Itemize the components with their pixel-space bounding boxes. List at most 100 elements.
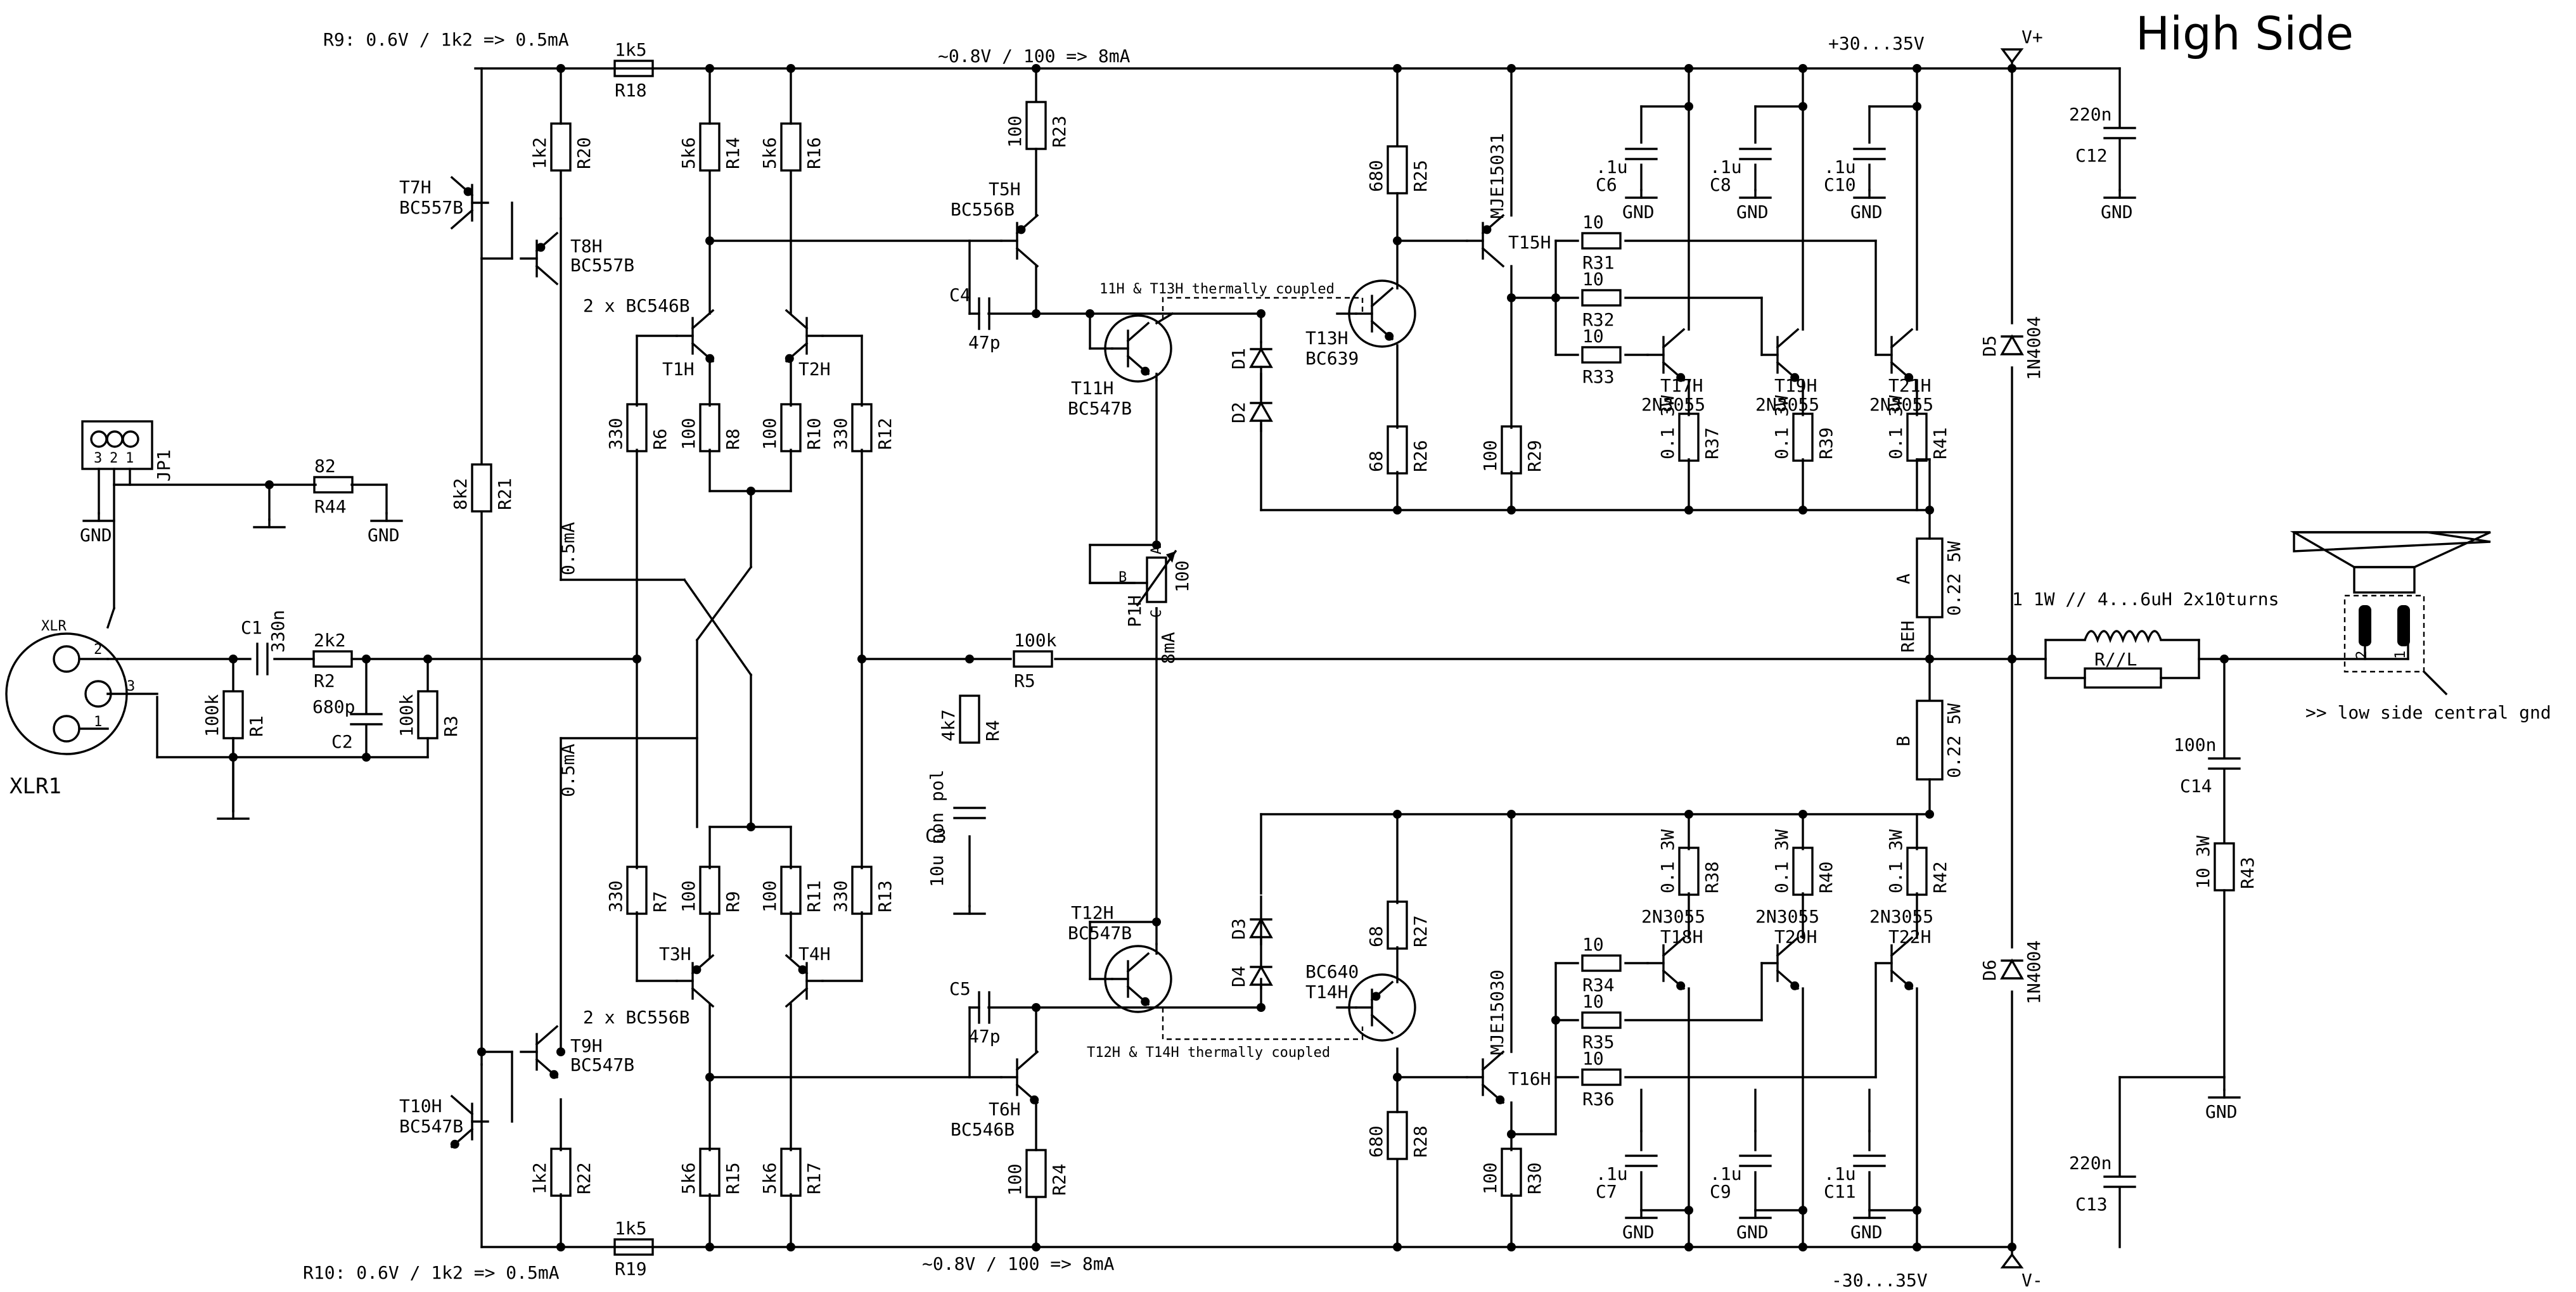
- diode-d3[interactable]: D3: [1228, 917, 1273, 940]
- capacitor-c3[interactable]: C3: [925, 807, 986, 846]
- note-r9: R9: 0.6V / 1k2 => 0.5mA: [323, 29, 569, 50]
- junction-dot: [1032, 64, 1041, 73]
- jp1-header[interactable]: 3 2 1 JP1: [81, 420, 174, 482]
- diode-d4[interactable]: D4: [1228, 964, 1273, 987]
- transistor-t15h[interactable]: T15H: [1466, 214, 1551, 268]
- jp1-pin1: 1: [125, 451, 134, 466]
- junction-dot: [1507, 506, 1516, 515]
- diode-d2[interactable]: D2: [1228, 400, 1273, 423]
- transistor-t3h[interactable]: T3H: [659, 943, 715, 1008]
- resistor-ref: R19: [615, 1258, 647, 1279]
- diode-d1[interactable]: D1: [1228, 347, 1273, 369]
- resistor-ref: R35: [1582, 1032, 1615, 1052]
- transistor-t2h[interactable]: T2H: [785, 309, 831, 380]
- capacitor-ref: C8: [1710, 174, 1731, 195]
- transistor-t16h[interactable]: T16H: [1466, 1050, 1551, 1104]
- junction-dot: [1257, 309, 1266, 318]
- trimmer-p1h[interactable]: P1H 100 B A C: [1089, 546, 1193, 627]
- transistor-t1h[interactable]: T1H: [662, 309, 715, 380]
- xlr-connector[interactable]: XLR1 XLR 2 3 1: [5, 618, 135, 799]
- transistor-t4h[interactable]: T4H: [785, 943, 831, 1008]
- transistor-type: MJE15031: [1487, 133, 1508, 219]
